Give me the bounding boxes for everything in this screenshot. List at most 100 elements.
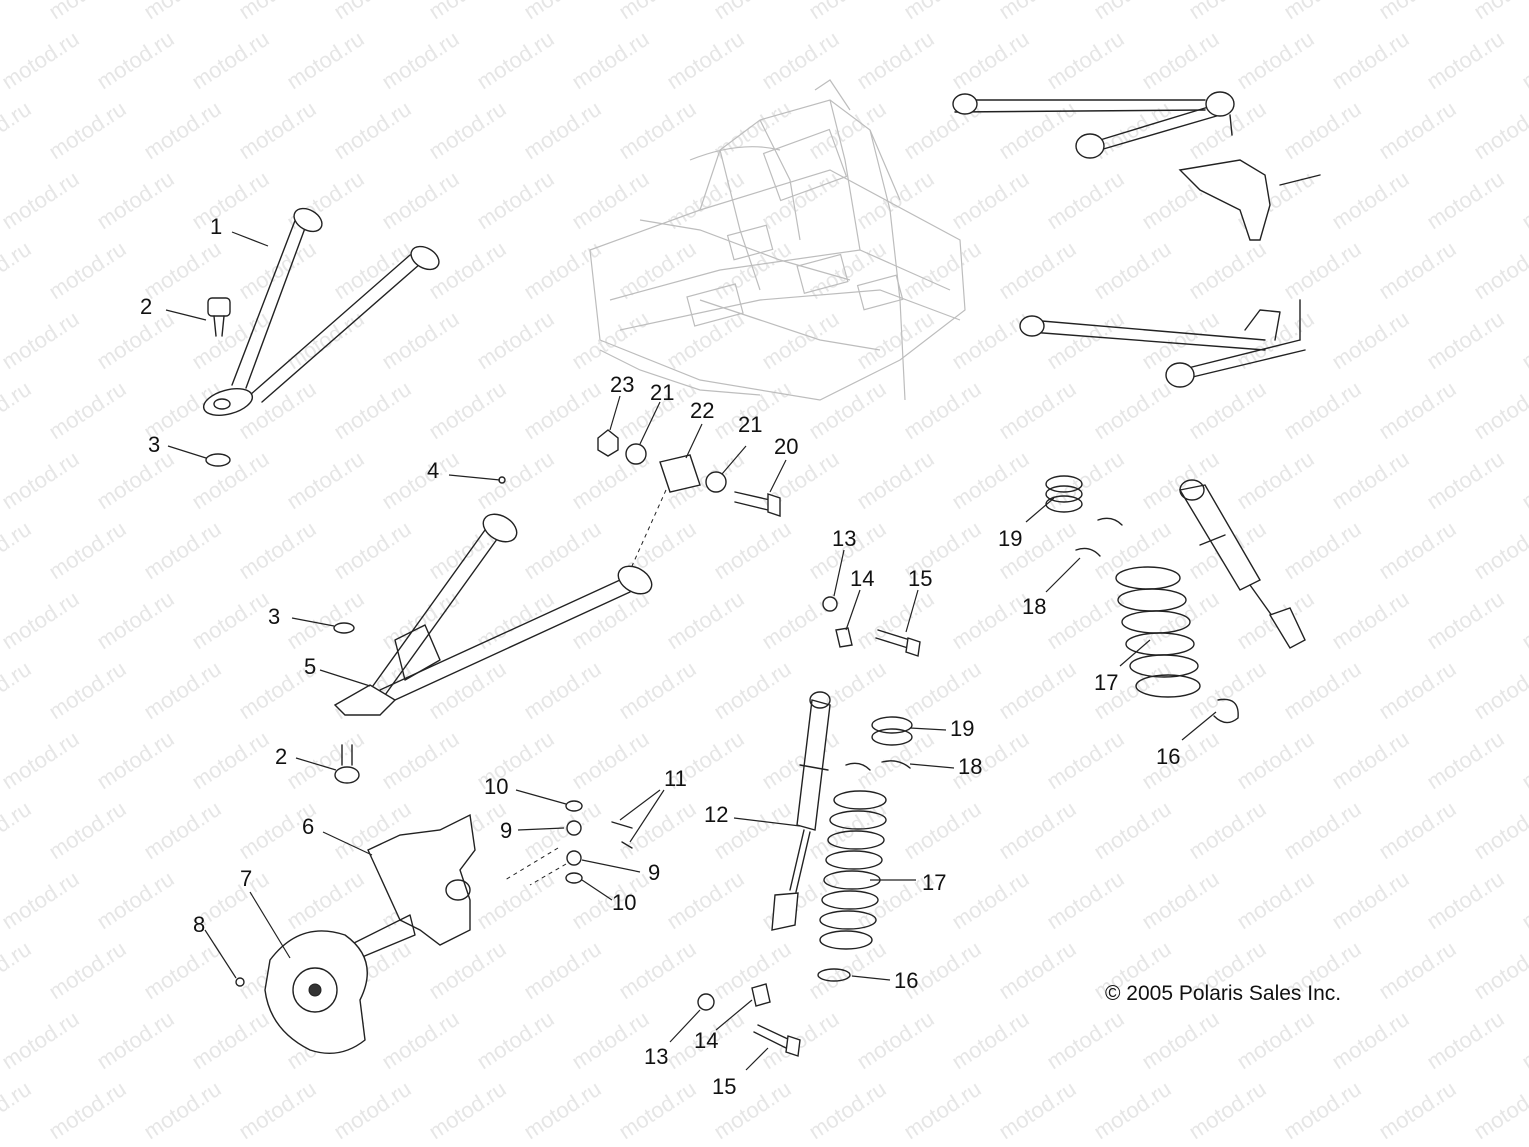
watermark-text: motod.ru [234,236,320,304]
nut-bottom [566,850,582,866]
callout-22: 22 [690,398,714,423]
cotter-pin-b [621,841,633,849]
watermark-text: motod.ru [0,796,36,864]
washer-21b [705,471,727,493]
callout-9b: 9 [648,860,660,885]
watermark-text: motod.ru [329,1076,415,1144]
watermark-text: motod.ru [1137,1006,1223,1074]
watermark-text: motod.ru [1327,446,1413,514]
watermark-text: motod.ru [187,166,273,234]
nut-13b [697,993,715,1011]
watermark-text: motod.ru [139,0,225,24]
watermark-text: motod.ru [0,376,36,444]
bushing-22 [659,454,701,493]
callout-20: 20 [774,434,798,459]
watermark-text: motod.ru [44,376,130,444]
spindle-right [1178,159,1321,241]
watermark-text: motod.ru [1089,796,1175,864]
watermark-text: motod.ru [994,656,1080,724]
watermark-text: motod.ru [947,166,1033,234]
watermark-text: motod.ru [662,586,748,654]
watermark-text: motod.ru [139,96,225,164]
watermark-text: motod.ru [899,0,985,24]
watermark-text: motod.ru [0,516,36,584]
watermark-text: motod.ru [1089,376,1175,444]
washer-bottom [565,872,583,884]
watermark-text: motod.ru [139,936,225,1004]
watermark-text: motod.ru [187,1006,273,1074]
watermark-text: motod.ru [804,0,890,24]
watermark-text: motod.ru [614,656,700,724]
watermark-text: motod.ru [1422,446,1508,514]
watermark-text: motod.ru [472,1006,558,1074]
bolt-20 [734,491,781,517]
watermark-text: motod.ru [994,1076,1080,1144]
watermark-text: motod.ru [567,26,653,94]
watermark-text: motod.ru [709,0,795,24]
watermark-text: motod.ru [567,166,653,234]
lower-a-arm-right [1019,299,1306,388]
watermark-text: motod.ru [709,516,795,584]
watermark-text: motod.ru [1042,446,1128,514]
upper-a-arm-right [952,91,1235,159]
nut-23 [597,429,619,457]
watermark-text: motod.ru [567,726,653,794]
watermark-text: motod.ru [0,0,36,24]
watermark-text: motod.ru [519,0,605,24]
watermark-text: motod.ru [899,796,985,864]
watermark-text: motod.ru [947,1006,1033,1074]
watermark-text: motod.ru [1279,0,1365,24]
watermark-text: motod.ru [519,796,605,864]
watermark-text: motod.ru [1469,936,1529,1004]
watermark-text: motod.ru [0,446,84,514]
watermark-text: motod.ru [519,1076,605,1144]
callout-1: 1 [210,214,222,239]
watermark-text: motod.ru [614,1076,700,1144]
watermark-text: motod.ru [377,306,463,374]
watermark-text: motod.ru [567,586,653,654]
watermark-text: motod.ru [92,166,178,234]
callout-17a: 17 [1094,670,1118,695]
nut-top [566,820,582,836]
watermark-text: motod.ru [1184,0,1270,24]
callout-21a: 21 [650,380,674,405]
callout-21b: 21 [738,412,762,437]
coil-spring-right [1115,566,1201,698]
watermark-text: motod.ru [0,166,84,234]
watermark-text: motod.ru [1469,796,1529,864]
watermark-text: motod.ru [757,586,843,654]
watermark-text: motod.ru [1469,0,1529,24]
watermark-text: motod.ru [1042,726,1128,794]
watermark-text: motod.ru [1089,236,1175,304]
watermark-text: motod.ru [1517,446,1529,514]
watermark-text: motod.ru [234,516,320,584]
watermark-text: motod.ru [1232,1006,1318,1074]
watermark-text: motod.ru [804,936,890,1004]
watermark-text: motod.ru [757,306,843,374]
watermark-text: motod.ru [1279,516,1365,584]
watermark-text: motod.ru [1374,936,1460,1004]
callout-15a: 15 [908,566,932,591]
callout-19a: 19 [998,526,1022,551]
callout-12: 12 [704,802,728,827]
watermark-text: motod.ru [1422,726,1508,794]
watermark-text: motod.ru [234,0,320,24]
watermark-text: motod.ru [1469,236,1529,304]
callout-8: 8 [193,912,205,937]
watermark-text: motod.ru [1042,1006,1128,1074]
watermark-text: motod.ru [614,936,700,1004]
watermark-text: motod.ru [1089,516,1175,584]
watermark-text: motod.ru [1374,516,1460,584]
watermark-text: motod.ru [1422,866,1508,934]
watermark-text: motod.ru [329,236,415,304]
callout-10b: 10 [612,890,636,915]
watermark-text: motod.ru [92,306,178,374]
watermark-text: motod.ru [1374,656,1460,724]
callout-16a: 16 [1156,744,1180,769]
callout-14b: 14 [694,1028,718,1053]
bolt-small [235,977,245,987]
watermark-text: motod.ru [44,236,130,304]
spring-seat-16a [1213,698,1239,724]
watermark-text: motod.ru [377,26,463,94]
